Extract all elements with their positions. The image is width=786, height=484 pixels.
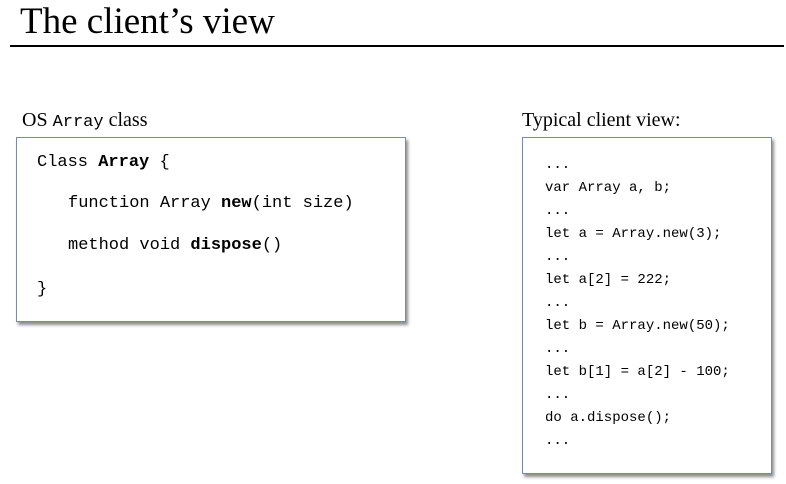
- caption-suffix: class: [108, 109, 148, 131]
- code-line: ...: [545, 157, 571, 173]
- caption-prefix: OS: [22, 109, 48, 131]
- caption-class-name: Array: [52, 113, 104, 132]
- close-brace-line: }: [37, 280, 48, 299]
- code-line: ...: [545, 203, 571, 219]
- method-signature-prefix: method void: [68, 236, 181, 255]
- code-line: ...: [545, 387, 571, 403]
- class-declaration-line: Class Array {: [37, 152, 170, 174]
- open-brace: {: [159, 153, 170, 172]
- function-name-new: new: [221, 194, 252, 213]
- code-line: do a.dispose();: [545, 410, 672, 426]
- function-new-line: function Array new(int size): [68, 193, 354, 215]
- client-view-caption: Typical client view:: [522, 109, 681, 131]
- class-name: Array: [98, 153, 150, 172]
- code-line: let a[2] = 222;: [545, 272, 672, 288]
- method-params: (): [261, 236, 283, 255]
- code-line: var Array a, b;: [545, 180, 672, 196]
- method-name-dispose: dispose: [190, 236, 262, 255]
- code-line: let b = Array.new(50);: [545, 318, 730, 334]
- title-divider: [10, 45, 784, 47]
- code-line: let a = Array.new(3);: [545, 226, 722, 242]
- client-code-lines: ... var Array a, b; ... let a = Array.ne…: [545, 154, 730, 453]
- client-code-box: ... var Array a, b; ... let a = Array.ne…: [522, 137, 772, 474]
- code-line: ...: [545, 295, 571, 311]
- os-array-class-caption: OS Array class: [22, 108, 147, 135]
- array-class-code-box: Class Array { function Array new(int siz…: [16, 137, 406, 322]
- function-signature-prefix: function Array: [68, 194, 211, 213]
- code-line: ...: [545, 433, 571, 449]
- function-params: (int size): [251, 194, 354, 213]
- slide-title: The client’s view: [20, 1, 275, 42]
- code-line: let b[1] = a[2] - 100;: [545, 364, 730, 380]
- class-keyword: Class: [37, 153, 89, 172]
- method-dispose-line: method void dispose(): [68, 235, 282, 257]
- code-line: ...: [545, 249, 571, 265]
- code-line: ...: [545, 341, 571, 357]
